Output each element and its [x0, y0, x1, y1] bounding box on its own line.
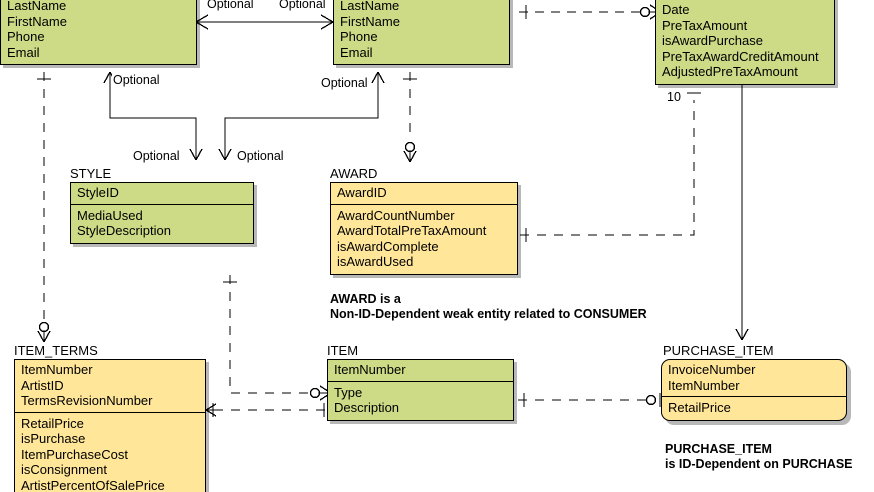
entity-attributes: Date PreTaxAmount isAwardPurchase PreTax…	[656, 0, 834, 84]
attribute: Date	[662, 2, 690, 17]
attribute: isAwardUsed	[337, 254, 414, 269]
crowsfoot-awardbox	[403, 150, 417, 163]
attribute: RetailPrice	[668, 400, 731, 415]
crowsfoot-award-bottom	[218, 148, 232, 161]
cardinality-label-award-lower: Optional	[236, 149, 285, 163]
note-line: AWARD is a	[330, 292, 401, 306]
entity-consumer-left[interactable]: LastName FirstName Phone Email	[0, 0, 197, 65]
entity-attributes: LastName FirstName Phone Email	[334, 0, 509, 64]
crowsfoot-itemterms	[37, 330, 51, 343]
entity-attributes: LastName FirstName Phone Email	[1, 0, 196, 64]
attribute: Email	[340, 44, 373, 60]
entity-key-attributes: ItemNumber	[328, 360, 513, 382]
entity-key-attributes: StyleID	[71, 183, 253, 205]
optional-circle-purchaseitem	[645, 394, 657, 406]
entity-name-award: AWARD	[330, 166, 378, 181]
entity-name-item-terms: ITEM_TERMS	[14, 343, 98, 358]
entity-key-attributes: ItemNumber ArtistID TermsRevisionNumber	[15, 360, 205, 413]
attribute: isConsignment	[21, 462, 107, 477]
attribute: ArtistPercentOfSalePrice	[21, 477, 165, 492]
note-line: Non-ID-Dependent weak entity related to …	[330, 307, 647, 321]
cardinality-label-top-mid-left: Optional	[206, 0, 255, 11]
note-line: PURCHASE_ITEM	[665, 442, 772, 456]
entity-attributes: MediaUsed StyleDescription	[71, 205, 253, 243]
optional-circle-item-left	[309, 387, 321, 399]
attribute: Phone	[7, 29, 45, 44]
note-purchase-item: PURCHASE_ITEM is ID-Dependent on PURCHAS…	[665, 442, 853, 472]
crowsfoot-itemterms-right	[205, 403, 217, 417]
attribute: isAwardComplete	[337, 238, 439, 254]
crowsfoot-left-consumer	[195, 14, 209, 30]
key-attribute: ItemNumber	[334, 362, 406, 377]
entity-consumer-right[interactable]: LastName FirstName Phone Email	[333, 0, 510, 65]
attribute: RetailPrice	[21, 415, 84, 431]
cardinality-label-top-mid-right: Optional	[278, 0, 327, 11]
attribute: PreTaxAmount	[662, 17, 748, 33]
entity-purchase-item[interactable]: InvoiceNumber ItemNumber RetailPrice	[661, 359, 847, 421]
key-attribute: ItemNumber	[668, 377, 740, 393]
crowsfoot-award-top	[371, 71, 385, 84]
entity-style[interactable]: StyleID MediaUsed StyleDescription	[70, 182, 254, 244]
entity-item-terms[interactable]: ItemNumber ArtistID TermsRevisionNumber …	[14, 359, 206, 492]
attribute: isPurchase	[21, 431, 86, 446]
attribute: Email	[7, 44, 40, 60]
attribute: Type	[334, 384, 363, 400]
attribute: AdjustedPreTaxAmount	[662, 64, 798, 79]
cardinality-label-award-upper: Optional	[320, 76, 369, 90]
attribute: Phone	[340, 29, 378, 44]
attribute: LastName	[7, 0, 67, 13]
crowsfoot-right-consumer	[320, 14, 334, 30]
key-attribute: ItemNumber	[21, 362, 93, 377]
attribute: isAwardPurchase	[662, 33, 763, 48]
note-award: AWARD is a Non-ID-Dependent weak entity …	[330, 292, 647, 322]
entity-attributes: RetailPrice isPurchase ItemPurchaseCost …	[15, 413, 205, 492]
entity-purchase[interactable]: Date PreTaxAmount isAwardPurchase PreTax…	[655, 0, 835, 85]
optional-circle-awardbox	[404, 141, 416, 153]
key-attribute: InvoiceNumber	[668, 362, 756, 377]
attribute: LastName	[340, 0, 400, 13]
entity-attributes: AwardCountNumber AwardTotalPreTaxAmount …	[331, 205, 517, 274]
attribute: Description	[334, 400, 400, 415]
attribute: FirstName	[7, 13, 67, 29]
entity-name-style: STYLE	[70, 166, 112, 181]
crowsfoot-purchaseitem-top	[735, 328, 749, 341]
cardinality-label-purchase-max: 10	[666, 90, 682, 104]
line-award-purchase	[520, 100, 695, 236]
line-style-item	[229, 275, 312, 394]
cardinality-label-style-lower: Optional	[132, 149, 181, 163]
attribute: AwardTotalPreTaxAmount	[337, 223, 487, 238]
note-line: is ID-Dependent on PURCHASE	[665, 457, 853, 471]
entity-key-attributes: InvoiceNumber ItemNumber	[662, 360, 846, 397]
entity-attributes: RetailPrice	[662, 397, 846, 420]
optional-circle-itemterms	[38, 321, 50, 333]
entity-key-attributes: AwardID	[331, 183, 517, 205]
key-attribute: AwardID	[337, 185, 387, 200]
optional-circle-purchase	[639, 6, 651, 18]
key-attribute: ArtistID	[21, 377, 64, 393]
crowsfoot-style-bottom	[189, 148, 203, 161]
attribute: FirstName	[340, 13, 400, 29]
key-attribute: TermsRevisionNumber	[21, 393, 153, 408]
key-attribute: StyleID	[77, 185, 119, 200]
attribute: StyleDescription	[77, 223, 171, 238]
entity-attributes: Type Description	[328, 382, 513, 420]
cardinality-label-style-upper: Optional	[112, 73, 161, 87]
attribute: AwardCountNumber	[337, 207, 455, 223]
attribute: PreTaxAwardCreditAmount	[662, 48, 819, 64]
entity-name-purchase-item: PURCHASE_ITEM	[663, 343, 774, 358]
attribute: MediaUsed	[77, 207, 143, 223]
entity-name-item: ITEM	[327, 343, 359, 358]
entity-item[interactable]: ItemNumber Type Description	[327, 359, 514, 421]
entity-award[interactable]: AwardID AwardCountNumber AwardTotalPreTa…	[330, 182, 518, 275]
attribute: ItemPurchaseCost	[21, 446, 128, 462]
